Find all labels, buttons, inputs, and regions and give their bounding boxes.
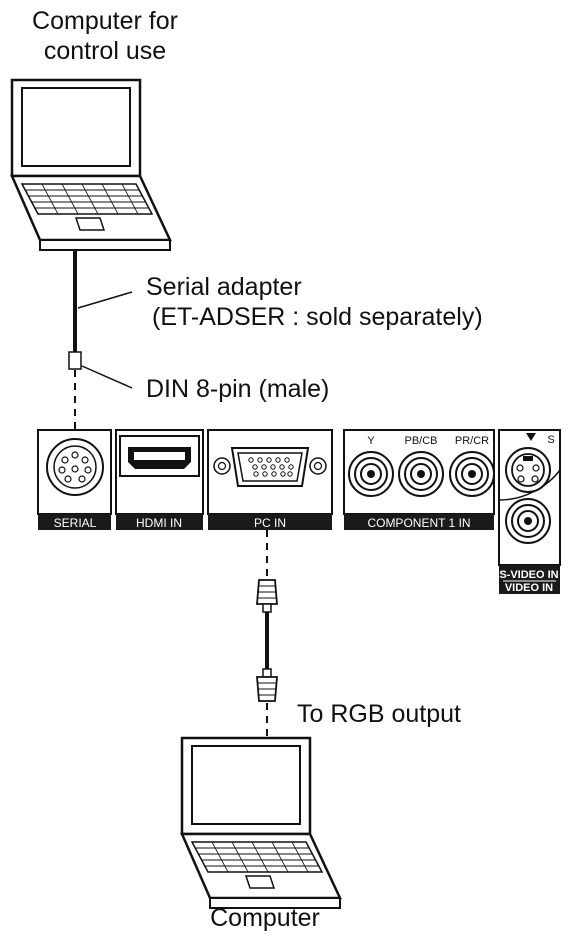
component-y-label: Y	[367, 435, 375, 447]
svideo-s-label: S	[547, 434, 554, 446]
vga-plug-icon	[256, 579, 278, 613]
bottom-laptop-icon	[180, 736, 342, 910]
din-plug-icon	[68, 351, 82, 370]
video-port-label: VIDEO IN	[505, 582, 553, 594]
top-computer-label: Computer for control use	[20, 6, 190, 66]
component-pr-label: PR/CR	[455, 435, 489, 447]
svideo-port-panel: S S-VIDEO IN VIDEO IN	[498, 429, 561, 594]
top-laptop-icon	[10, 78, 172, 252]
serial-port-icon	[58, 451, 92, 483]
component-port-label: COMPONENT 1 IN	[367, 516, 470, 530]
top-computer-label-line2: control use	[43, 37, 167, 65]
top-computer-label-line1: Computer for	[32, 7, 178, 35]
svideo-port-icon	[505, 447, 551, 493]
serial-adapter-label-line2: (ET-ADSER : sold separately)	[152, 303, 483, 331]
serial-adapter-leader	[77, 291, 133, 309]
component-pb-rca-icon	[398, 451, 444, 497]
din-leader	[81, 365, 133, 389]
serial-adapter-label: Serial adapter (ET-ADSER : sold separate…	[146, 272, 483, 332]
serial-port-panel: SERIAL	[37, 429, 112, 530]
serial-adapter-label-line1: Serial adapter	[146, 273, 302, 301]
component-port-panel: Y PB/CB PR/CR COMPONENT 1 IN	[343, 429, 495, 530]
serial-port-label: SERIAL	[54, 516, 97, 530]
component-pb-label: PB/CB	[404, 435, 437, 447]
pc-port-label: PC IN	[254, 516, 286, 530]
component-pr-rca-icon	[449, 451, 495, 497]
video-rca-icon	[505, 498, 551, 544]
din-label: DIN 8-pin (male)	[146, 375, 330, 403]
component-y-rca-icon	[348, 451, 394, 497]
vga-port-icon	[248, 457, 294, 477]
hdmi-port-label: HDMI IN	[136, 516, 182, 530]
vga-plug-bottom-icon	[256, 668, 278, 702]
hdmi-port-panel: HDMI IN	[115, 429, 204, 530]
svideo-port-label: S-VIDEO IN	[499, 569, 558, 581]
rgb-output-label: To RGB output	[297, 700, 461, 728]
pc-port-panel: PC IN	[207, 429, 333, 530]
